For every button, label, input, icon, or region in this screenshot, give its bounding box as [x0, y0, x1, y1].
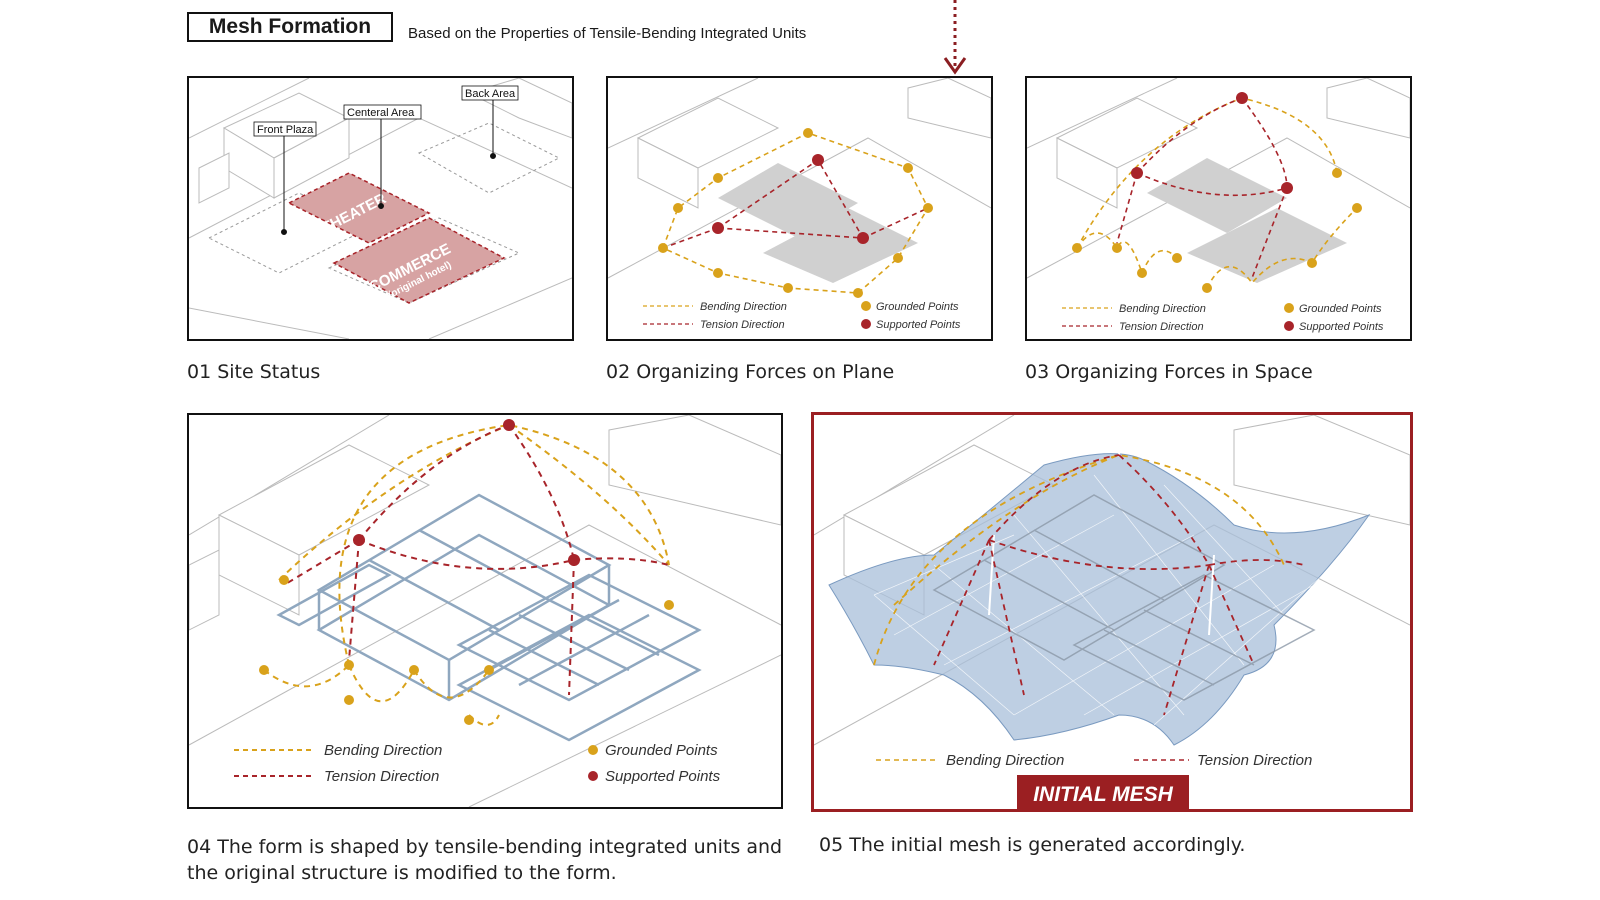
- legend-bending: Bending Direction: [700, 301, 787, 313]
- front-plaza-label: Front Plaza: [257, 124, 314, 136]
- back-area-label: Back Area: [465, 88, 516, 100]
- pointer-arrow-icon: [943, 0, 967, 75]
- supported-dot-icon: [1284, 321, 1294, 331]
- forces-plane-diagram: Bending Direction Tension Direction Grou…: [608, 78, 991, 331]
- legend-grounded: Grounded Points: [876, 301, 959, 313]
- forces-space-diagram: Bending Direction Tension Direction Grou…: [1027, 78, 1410, 333]
- panel-forces-space: Bending Direction Tension Direction Grou…: [1025, 76, 1412, 341]
- legend-bending: Bending Direction: [1119, 303, 1206, 315]
- panel-forces-plane: Bending Direction Tension Direction Grou…: [606, 76, 993, 341]
- grounded-dot-icon: [1284, 303, 1294, 313]
- legend-bending: Bending Direction: [324, 742, 442, 759]
- legend-bending: Bending Direction: [946, 752, 1064, 769]
- caption-05: 05 The initial mesh is generated accordi…: [819, 834, 1246, 856]
- panel-site-status: THEATER COMMERCE (original hotel) Front …: [187, 76, 574, 341]
- supported-dot-icon: [588, 771, 598, 781]
- supported-dot-icon: [861, 319, 871, 329]
- central-area-label: Centeral Area: [347, 107, 415, 119]
- section-subtitle: Based on the Properties of Tensile-Bendi…: [408, 25, 807, 42]
- initial-mesh-label: INITIAL MESH: [1033, 783, 1173, 806]
- grounded-dot-icon: [861, 301, 871, 311]
- grounded-dot-icon: [588, 745, 598, 755]
- legend-tension: Tension Direction: [700, 319, 785, 331]
- legend-tension: Tension Direction: [1197, 752, 1312, 769]
- site-status-diagram: THEATER COMMERCE (original hotel) Front …: [189, 78, 572, 339]
- initial-mesh-diagram: Bending Direction Tension Direction INIT…: [814, 415, 1410, 809]
- legend-grounded: Grounded Points: [1299, 303, 1382, 315]
- panel-initial-mesh: Bending Direction Tension Direction INIT…: [811, 412, 1413, 812]
- form-shaped-diagram: Bending Direction Tension Direction Grou…: [189, 415, 781, 807]
- caption-03: 03 Organizing Forces in Space: [1025, 361, 1313, 383]
- legend-grounded: Grounded Points: [605, 742, 718, 759]
- legend-supported: Supported Points: [876, 319, 961, 331]
- legend-tension: Tension Direction: [1119, 321, 1204, 333]
- initial-mesh-banner: [1017, 775, 1189, 809]
- caption-01: 01 Site Status: [187, 361, 321, 383]
- panel-form-shaped: Bending Direction Tension Direction Grou…: [187, 413, 783, 809]
- legend-tension: Tension Direction: [324, 768, 439, 785]
- section-title: Mesh Formation: [187, 12, 393, 42]
- caption-04: 04 The form is shaped by tensile-bending…: [187, 836, 783, 884]
- legend-supported: Supported Points: [1299, 321, 1384, 333]
- legend-supported: Supported Points: [605, 768, 721, 785]
- caption-02: 02 Organizing Forces on Plane: [606, 361, 895, 383]
